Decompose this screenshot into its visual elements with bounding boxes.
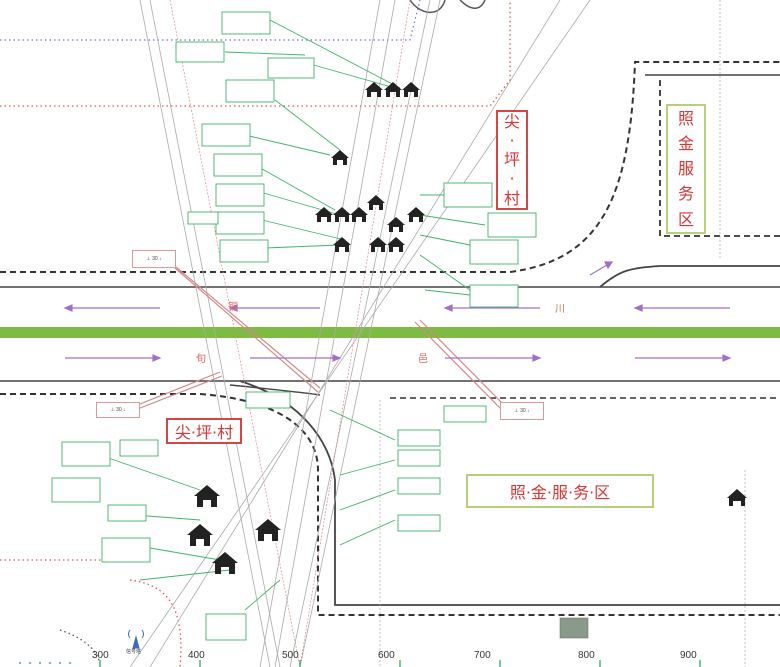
service-area-label-horizontal: 照·金·服·务·区	[466, 474, 654, 508]
service-area-label-vertical: 照 金 服 务 区	[666, 104, 706, 234]
road-char: 铜	[228, 302, 238, 313]
direction-arrows	[63, 261, 732, 362]
char: 务	[677, 184, 694, 204]
road-char: 邑	[418, 354, 428, 365]
axis-tick: 500	[282, 650, 299, 661]
char: 金	[677, 133, 694, 153]
median-strip	[0, 327, 780, 338]
se-outline-dashed	[199, 393, 780, 616]
char: 区	[677, 209, 694, 229]
marker-tag: ⊥ 30 ↓	[132, 250, 176, 268]
label-text: 照·金·服·务·区	[509, 483, 611, 502]
house-icon	[333, 237, 351, 252]
axis-tick: 400	[188, 650, 205, 661]
char: 尖	[503, 111, 520, 131]
ne-curve-dashed	[509, 61, 780, 273]
top-right-curve	[409, 0, 446, 14]
house-icon	[331, 150, 349, 165]
house-icon	[402, 82, 420, 97]
char: 服	[677, 159, 694, 179]
road-char: 旬	[196, 354, 206, 365]
bottom-dots	[19, 662, 71, 664]
se-upper-2	[229, 384, 321, 396]
road-char: 川	[555, 304, 565, 315]
signal-tower-icon	[128, 629, 144, 649]
tag-text: ⊥ 30 ↓	[146, 256, 162, 262]
house-icon	[387, 237, 405, 252]
marker-tag: ⊥ 30 ↓	[96, 402, 140, 418]
house-icons	[187, 82, 747, 574]
char: ·	[509, 169, 515, 189]
house-icon	[367, 195, 385, 210]
char: 坪	[503, 150, 520, 170]
house-icon	[369, 237, 387, 252]
label-text: 尖·坪·村	[174, 423, 234, 442]
tower-label: 信号塔	[126, 649, 142, 655]
tag-text: ⊥ 30 ↓	[514, 408, 530, 414]
house-icon	[727, 489, 747, 506]
red-thin-lines	[169, 0, 411, 667]
house-icon	[387, 217, 405, 232]
ne-inner	[659, 80, 780, 237]
char: 村	[503, 188, 520, 208]
axis-tick: 600	[378, 650, 395, 661]
house-icon	[365, 82, 383, 97]
house-icon	[255, 519, 281, 541]
house-icon	[407, 207, 425, 222]
ne-curve-solid	[599, 265, 780, 288]
top-right-curve-2	[459, 0, 486, 9]
se-outline-solid	[239, 380, 780, 606]
house-icon	[350, 207, 368, 222]
red-boundary-3	[129, 579, 182, 667]
house-icon	[315, 207, 333, 222]
info-boxes	[51, 11, 537, 641]
house-icon	[384, 82, 402, 97]
house-icon	[333, 207, 351, 222]
house-icon	[187, 524, 213, 546]
village-label-horizontal: 尖·坪·村	[166, 418, 242, 444]
village-label-vertical: 尖 · 坪 · 村	[496, 110, 528, 210]
axis-tick: 900	[680, 650, 697, 661]
axis-tick: 300	[92, 650, 109, 661]
tag-connectors	[129, 261, 506, 413]
house-icon	[212, 552, 238, 574]
axis-tick: 700	[474, 650, 491, 661]
axis-tick: 800	[578, 650, 595, 661]
bottom-marks	[99, 660, 701, 667]
gray-boundary	[59, 629, 101, 667]
photo-thumbnail	[559, 617, 589, 639]
red-boundary-1	[0, 0, 511, 107]
marker-tag: ⊥ 30 ↓	[500, 402, 544, 420]
tag-text: ⊥ 30 ↓	[110, 407, 126, 413]
house-icon	[194, 485, 220, 507]
char: ·	[509, 130, 515, 150]
char: 照	[677, 108, 694, 128]
red-boundary-2	[0, 0, 421, 41]
